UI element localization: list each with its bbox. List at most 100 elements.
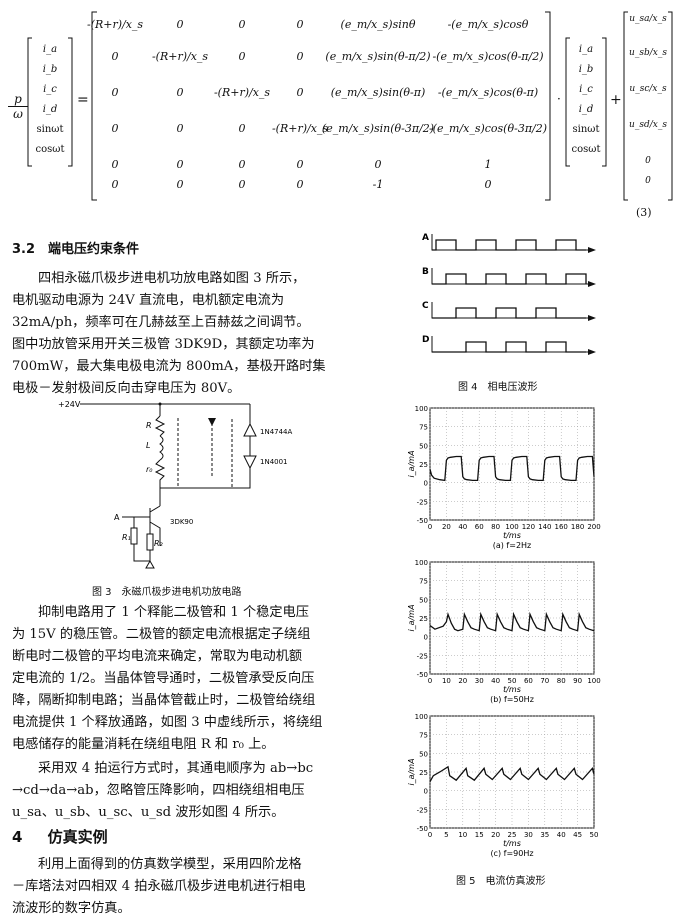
x-tick-label: 35 [540,831,549,839]
paragraph-2: 抑制电路用了 1 个释能二极管和 1 个稳定电压 为 15V 的稳压管。二极管的… [12,602,364,756]
matrix-cell: (e_m/x_s)sin(θ-3π/2) [321,122,435,135]
fig3-diode-label: 1N4001 [260,458,288,466]
source-vector-entry: u_sa/x_s [629,14,667,24]
section-heading-3-2: 3.2 端电压约束条件 [12,242,140,257]
x-tick-label: 40 [557,831,566,839]
y-tick-label: 0 [424,634,428,642]
fig3-R1-label: R₁ [122,533,131,542]
fig3-supply-label: +24V [58,400,81,409]
x-tick-label: 80 [491,523,500,531]
para2-line: 电流提供 1 个释放通路，如图 3 中虚线所示，将绕组 [12,715,323,730]
equals-sign: = [77,92,89,108]
matrix-cell: 0 [238,158,246,171]
state-vector-right-bracket [565,37,607,167]
y-tick-label: 100 [415,713,428,721]
phase-label: A [422,233,429,243]
matrix-cell: -(e_m/x_s)cosθ [447,18,529,31]
x-tick-label: 30 [475,677,484,685]
matrix-cell: 0 [296,18,304,31]
phase-waveform-C: C [422,301,596,321]
x-tick-label: 50 [590,831,599,839]
y-tick-label: 75 [419,424,428,432]
matrix-cell: 0 [374,158,382,171]
matrix-cell: (e_m/x_s)sin(θ-π/2) [325,50,431,63]
phase-pulse-train [432,341,586,353]
x-tick-label: 20 [458,677,467,685]
matrix-cell: 0 [238,18,246,31]
y-tick-label: 25 [419,769,428,777]
x-tick-label: 10 [442,677,451,685]
subfigure-caption: (c) f=90Hz [490,849,533,858]
y-tick-label: -25 [417,652,428,660]
para3-line: u_sa、u_sb、u_sc、u_sd 波形如图 4 所示。 [12,805,285,820]
para1-line: 32mA/ph，频率可在几赫兹至上百赫兹之间调节。 [12,315,310,330]
state-r-id: i_d [578,104,594,115]
matrix-cell: 0 [176,178,184,191]
current-series-line [429,765,595,783]
phase-waveform-B: B [422,267,596,287]
x-axis-label: t/ms [503,685,521,694]
y-tick-label: 50 [419,442,428,450]
lhs-num: p [14,92,22,106]
matrix-cell: 0 [296,178,304,191]
phase-label: D [422,335,429,345]
para1-line: 图中功放管采用开关三极管 3DK9D，其额定功率为 [12,337,315,352]
fig3-input-label: A [114,513,120,522]
para2-line: 降，隔断抑制电路；当晶体管截止时，二极管给绕组 [12,693,316,708]
para3-line: 采用双 4 拍运行方式时，其通电顺序为 ab→bc [38,761,314,776]
dot-operator: · [557,92,561,106]
x-tick-label: 140 [538,523,551,531]
matrix-cell: -(e_m/x_s)cos(θ-π/2) [432,50,544,63]
subfigure-caption: (a) f=2Hz [493,541,532,550]
section-4-number: 4 [12,828,23,846]
source-vector-entry: 0 [645,176,651,186]
source-vector-entry: 0 [645,156,651,166]
source-vector-bracket [623,11,673,201]
x-tick-label: 20 [491,831,500,839]
x-tick-label: 180 [571,523,584,531]
matrix-cell: -(R+r)/x_s [271,122,329,135]
fig3-circuit: +24V R L r₀ 1N4744A 1N4001 3DK90 A R₁ R₂ [58,400,293,569]
matrix-cell: 0 [296,158,304,171]
matrix-cell: 0 [111,86,119,99]
para4-line: －库塔法对四相双 4 拍永磁爪极步进电机进行相电 [12,879,306,894]
matrix-cell: -(e_m/x_s)cos(θ-3π/2) [428,122,548,135]
state-r-ic: i_c [579,84,593,95]
phase-axis [431,336,588,353]
matrix-cell: 0 [176,18,184,31]
y-axis-label: i_a/mA [407,450,416,477]
fig3-transistor-label: 3DK90 [170,518,193,526]
matrix-cell: 0 [111,50,119,63]
paragraph-3: 采用双 4 拍运行方式时，其通电顺序为 ab→bc →cd→da→ab，忽略管压… [12,758,364,824]
phase-waveform-D: D [422,335,596,355]
matrix-cell: -1 [372,178,384,191]
x-tick-label: 160 [555,523,568,531]
phase-axis [431,268,588,285]
x-tick-label: 25 [508,831,517,839]
x-tick-label: 90 [573,677,582,685]
source-vector-entry: u_sd/x_s [629,120,667,130]
x-tick-label: 200 [587,523,600,531]
y-tick-label: 75 [419,578,428,586]
state-sin: sinωt [36,124,64,135]
state-r-cos: cosωt [571,144,601,155]
phase-label: B [422,267,429,277]
y-axis-label: i_a/mA [407,604,416,631]
para1-line: 四相永磁爪极步进电机功放电路如图 3 所示， [38,271,306,286]
matrix-cell: -(R+r)/x_s [151,50,209,63]
y-tick-label: 100 [415,559,428,567]
state-cos: cosωt [35,144,65,155]
x-axis-label: t/ms [503,839,521,848]
x-tick-label: 40 [491,677,500,685]
x-tick-label: 70 [540,677,549,685]
para4-line: 利用上面得到的仿真数学模型，采用四阶龙格 [38,857,302,872]
state-vector: i_a i_b i_c i_d sinωt cosωt [28,40,72,160]
fig4-caption: 图 4 相电压波形 [458,382,538,393]
para1-line: 电极－发射极间反向击穿电压为 80V。 [12,381,241,396]
x-tick-label: 120 [522,523,535,531]
fig3-zener-label: 1N4744A [260,428,293,436]
plus-sign: + [610,92,622,108]
matrix-cell: 0 [484,178,492,191]
